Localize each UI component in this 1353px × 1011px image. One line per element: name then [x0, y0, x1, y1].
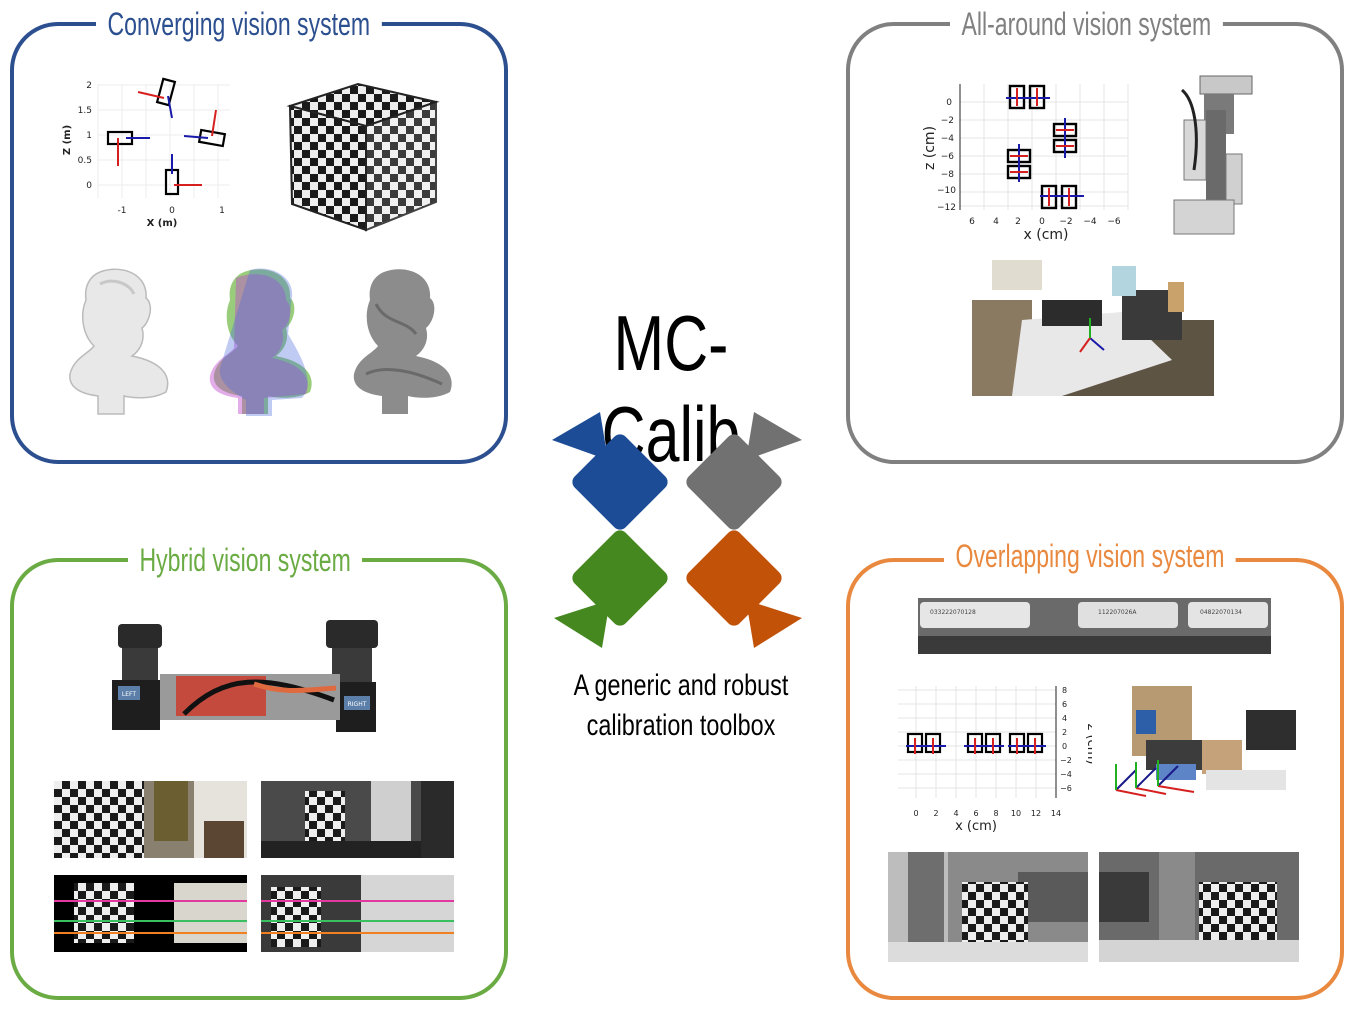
camera-serial: 04822070134 [1200, 609, 1242, 616]
y-axis-label: z (cm) [922, 126, 938, 170]
logo-gray-piece [686, 412, 802, 530]
stereo-camera-rig: LEFT RIGHT [112, 620, 378, 732]
x-tick: 2 [1015, 217, 1021, 227]
bust-original [69, 268, 169, 415]
y-axis-label: Z (m) [62, 125, 73, 155]
y-tick: −6 [1060, 784, 1072, 793]
y-tick: 6 [1062, 700, 1067, 709]
x-tick: 8 [993, 809, 998, 818]
hybrid-rectified-left [54, 875, 247, 952]
overlapping-point-cloud [1115, 686, 1296, 797]
y-axis-label: z (cm) [1084, 724, 1092, 765]
x-tick: 6 [973, 809, 978, 818]
logo-green-piece [554, 530, 668, 648]
x-tick: 4 [993, 217, 999, 227]
hybrid-image-right [261, 781, 454, 858]
x-tick: 6 [969, 217, 975, 227]
overlapping-camera-row: 033222070128 112207026A 04822070134 [918, 598, 1271, 654]
x-axis-label: X (m) [147, 218, 178, 229]
hybrid-image-left [54, 781, 247, 858]
x-tick: −2 [1059, 217, 1072, 227]
y-tick: 2 [1062, 728, 1067, 737]
x-tick: 1 [219, 206, 225, 216]
converging-title: Converging vision system [96, 4, 382, 44]
hybrid-rectified-right [261, 875, 454, 952]
y-tick: 0.5 [78, 156, 92, 166]
camera-serial: 033222070128 [930, 609, 976, 616]
y-tick: −12 [937, 203, 956, 213]
x-tick: 2 [933, 809, 938, 818]
y-tick: 0 [86, 181, 92, 191]
x-tick: 0 [913, 809, 918, 818]
y-tick: −6 [941, 152, 955, 162]
subtitle-line: calibration toolbox [586, 709, 776, 742]
checkerboard-cube [286, 82, 440, 232]
y-tick: −10 [937, 186, 956, 196]
y-tick: 4 [1062, 714, 1067, 723]
allaround-title: All-around vision system [950, 4, 1223, 44]
overlapping-title: Overlapping vision system [944, 536, 1236, 576]
x-tick: 4 [953, 809, 958, 818]
camera-serial: 112207026A [1098, 609, 1137, 616]
hybrid-title: Hybrid vision system [128, 540, 363, 580]
converging-pose-plot: 2 1.5 1 0.5 0 -1 0 1 X (m) Z (m) [62, 77, 230, 229]
y-tick: −2 [941, 116, 954, 126]
bust-point-cloud [209, 268, 312, 416]
y-tick: −4 [941, 134, 955, 144]
allaround-pose-plot: 0 −2 −4 −6 −8 −10 −12 6 4 2 0 −2 −4 −6 x… [922, 84, 1129, 242]
x-tick: 10 [1011, 809, 1021, 818]
mc-calib-logo [552, 412, 802, 648]
x-tick: −6 [1107, 217, 1121, 227]
subtitle-line: A generic and robust [573, 669, 789, 702]
left-camera-label: LEFT [122, 691, 136, 698]
y-tick: 2 [86, 81, 92, 91]
x-tick: 14 [1051, 809, 1061, 818]
y-tick: 8 [1062, 686, 1067, 695]
x-tick: 12 [1031, 809, 1041, 818]
y-tick: −4 [1060, 770, 1072, 779]
x-tick: -1 [118, 206, 127, 216]
x-tick: −4 [1083, 217, 1097, 227]
right-camera-label: RIGHT [348, 701, 367, 708]
logo-orange-piece [686, 530, 802, 648]
overlapping-pose-plot: 8 6 4 2 0 −2 −4 −6 0 2 4 6 8 10 12 14 x … [898, 686, 1092, 834]
allaround-point-cloud [972, 260, 1214, 396]
y-tick: 1 [86, 131, 92, 141]
overlapping-image-left [888, 852, 1088, 962]
y-tick: −2 [1060, 756, 1072, 765]
app-subtitle: A generic and robust calibration toolbox [572, 666, 790, 746]
x-axis-label: x (cm) [1024, 227, 1069, 242]
x-tick: 0 [169, 206, 175, 216]
overlapping-image-right [1099, 852, 1299, 962]
y-tick: 0 [946, 98, 952, 108]
x-tick: 0 [1039, 217, 1045, 227]
y-tick: 1.5 [78, 106, 92, 116]
x-axis-label: x (cm) [955, 819, 997, 834]
bust-mesh [353, 269, 452, 414]
y-tick: 0 [1062, 742, 1067, 751]
logo-blue-piece [552, 412, 668, 530]
y-tick: −8 [941, 170, 955, 180]
allaround-camera-rig [1173, 75, 1253, 235]
